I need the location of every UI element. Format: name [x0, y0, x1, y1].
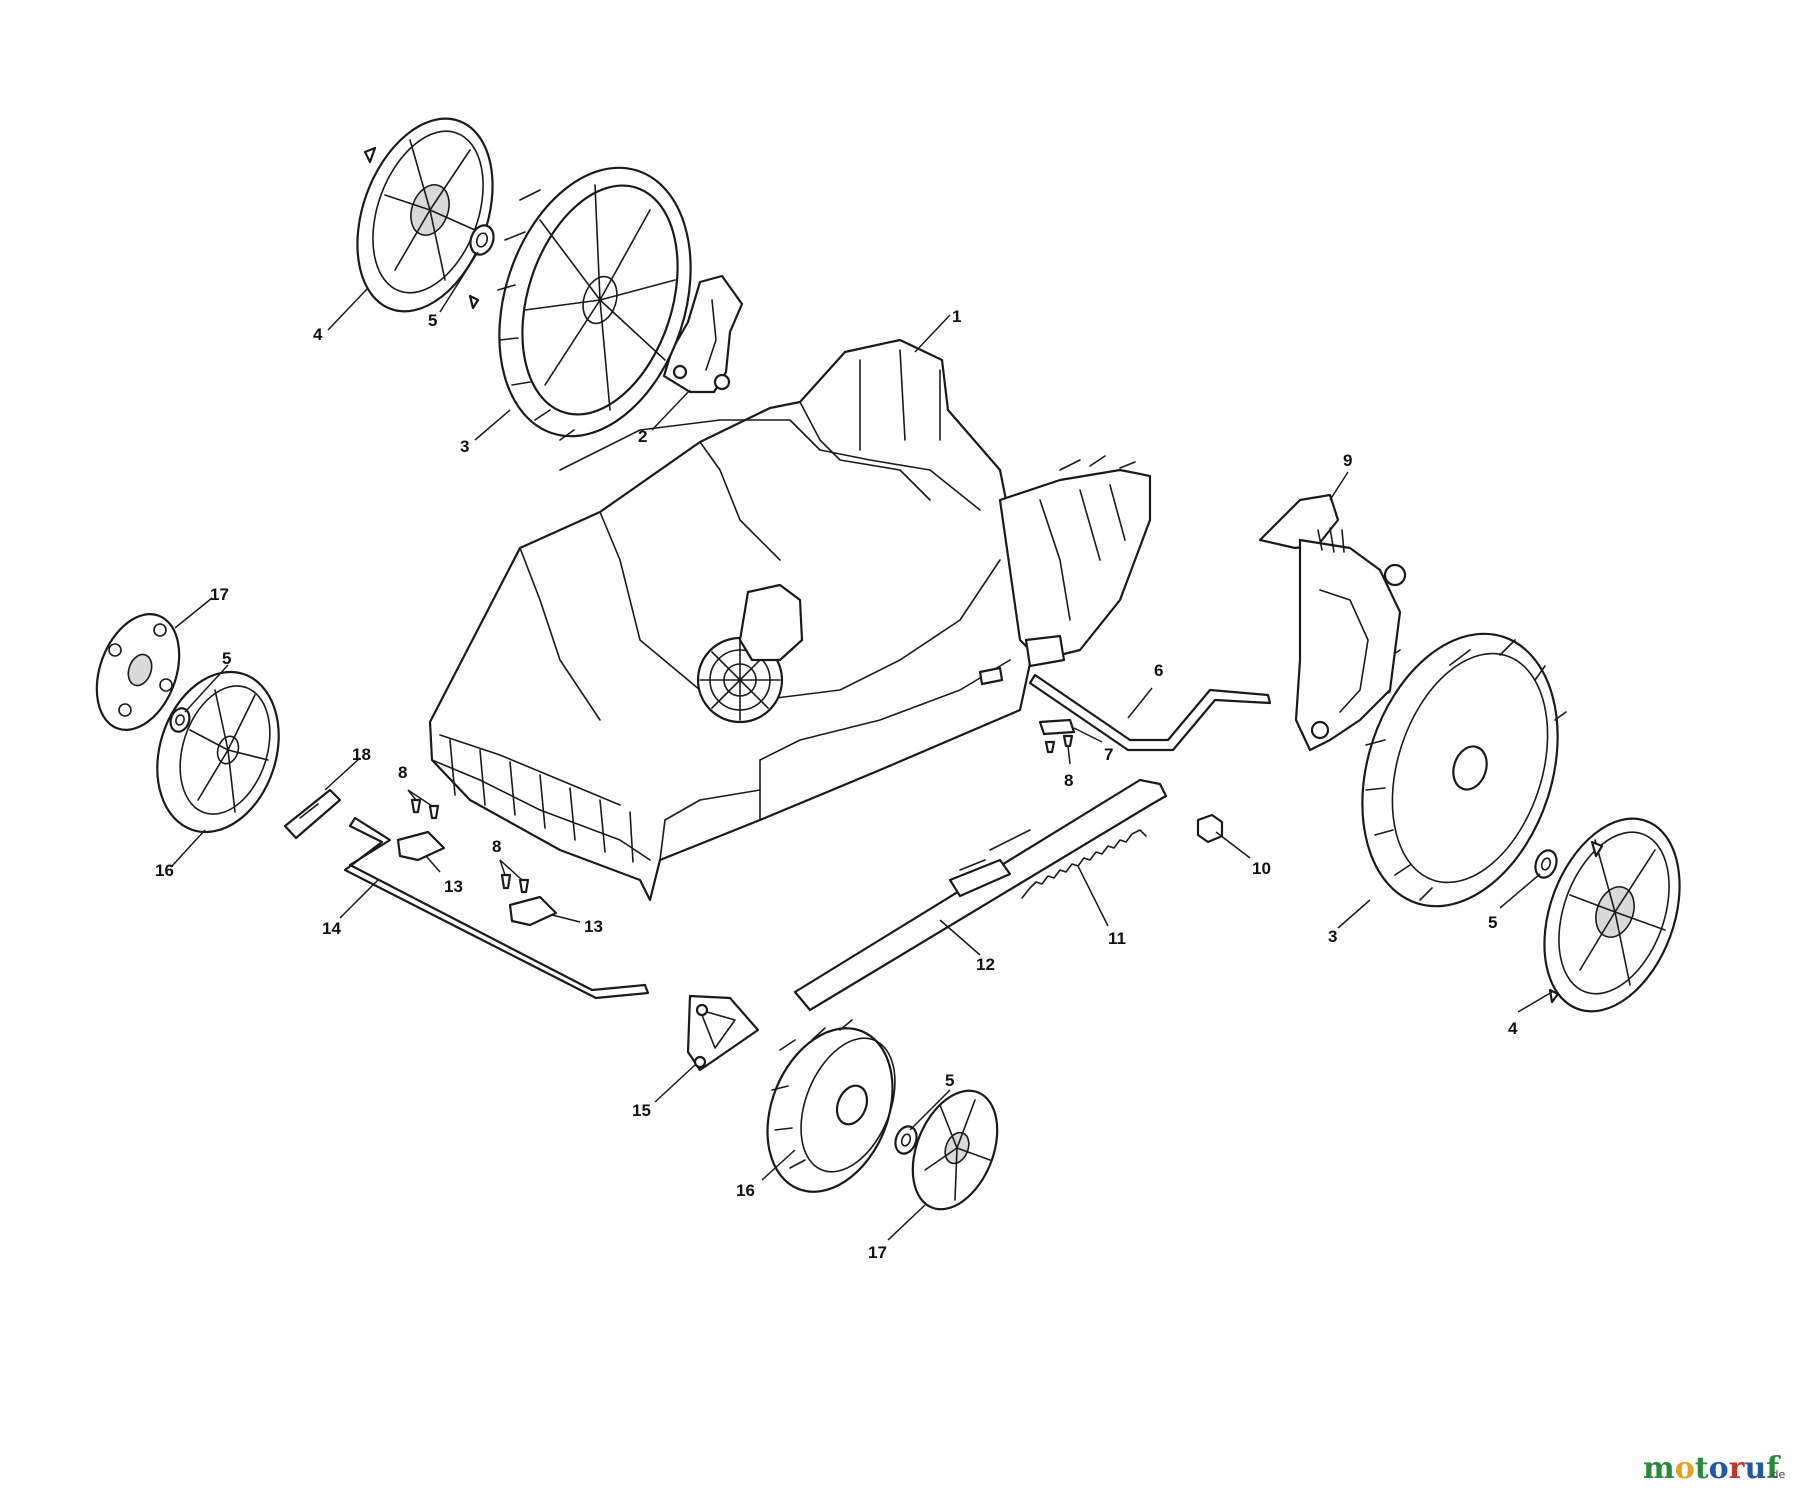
part-hub-cap-top — [356, 117, 494, 313]
part-small-bracket — [283, 788, 342, 840]
wm-letter: f — [1766, 1451, 1781, 1486]
part-spring — [1021, 829, 1147, 899]
callout-13-center: 13 — [584, 917, 603, 936]
part-rear-wheel-top — [497, 166, 692, 441]
callout-8-left: 8 — [398, 763, 407, 782]
part-height-adjust-lever — [1258, 493, 1407, 752]
part-small-hub-cap-bottom — [911, 1089, 999, 1211]
callout-3-top: 3 — [460, 437, 469, 456]
part-front-bracket — [686, 994, 760, 1072]
part-hub-cap-right — [1543, 817, 1681, 1013]
part-washer-top — [469, 224, 495, 256]
callout-5-right: 5 — [1488, 913, 1497, 932]
part-small-hub-cap-left — [95, 613, 181, 731]
wm-letter: r — [1729, 1451, 1746, 1486]
part-washer-right — [1534, 849, 1558, 879]
callout-14: 14 — [322, 919, 341, 938]
part-rear-wheel-right — [1361, 632, 1567, 908]
callout-17-bottom: 17 — [868, 1243, 887, 1262]
part-washer-left — [169, 707, 191, 733]
part-front-axle-rod — [343, 816, 650, 1000]
callout-18: 18 — [352, 745, 371, 764]
part-front-axle-bar — [793, 778, 1168, 1012]
wm-letter: t — [1695, 1451, 1709, 1486]
callout-3-right: 3 — [1328, 927, 1337, 946]
callout-15: 15 — [632, 1101, 651, 1120]
callout-2: 2 — [638, 427, 647, 446]
callout-8-center: 8 — [492, 837, 501, 856]
callout-labels: 1 2 3 3 4 4 5 5 5 5 6 7 8 8 8 9 10 11 12… — [155, 307, 1518, 1262]
wm-letter: o — [1709, 1451, 1729, 1486]
part-washer-bottom — [894, 1125, 918, 1155]
wm-letter: m — [1643, 1451, 1675, 1486]
part-deck-housing — [428, 338, 1152, 902]
callout-5-left: 5 — [222, 649, 231, 668]
part-brackets — [396, 830, 558, 927]
part-front-wheel-bottom — [766, 1019, 896, 1193]
callout-6: 6 — [1154, 661, 1163, 680]
callout-16-left: 16 — [155, 861, 174, 880]
wm-letter: o — [1675, 1451, 1695, 1486]
callout-17-left: 17 — [210, 585, 229, 604]
callout-8-right: 8 — [1064, 771, 1073, 790]
callout-7: 7 — [1104, 745, 1113, 764]
part-rear-axle — [1028, 673, 1272, 752]
callout-10: 10 — [1252, 859, 1271, 878]
wm-letter: u — [1744, 1451, 1766, 1486]
watermark-logo: motoruf .de — [1643, 1451, 1785, 1486]
part-clip — [1038, 718, 1076, 736]
callout-12: 12 — [976, 955, 995, 974]
callout-5-bottom: 5 — [945, 1071, 954, 1090]
callout-1: 1 — [952, 307, 961, 326]
callout-11: 11 — [1108, 929, 1126, 948]
callout-13-left: 13 — [444, 877, 463, 896]
part-screws — [410, 734, 1074, 894]
callout-5-top: 5 — [428, 311, 437, 330]
wm-tld: .de — [1768, 1468, 1785, 1481]
callout-9: 9 — [1343, 451, 1352, 470]
callout-4-right: 4 — [1508, 1019, 1518, 1038]
leader-lines — [171, 251, 1553, 1241]
callout-4-top: 4 — [313, 325, 323, 344]
part-nut — [1196, 813, 1224, 844]
svg-text:motoruf: motoruf — [1643, 1451, 1781, 1486]
callout-16-bottom: 16 — [736, 1181, 755, 1200]
